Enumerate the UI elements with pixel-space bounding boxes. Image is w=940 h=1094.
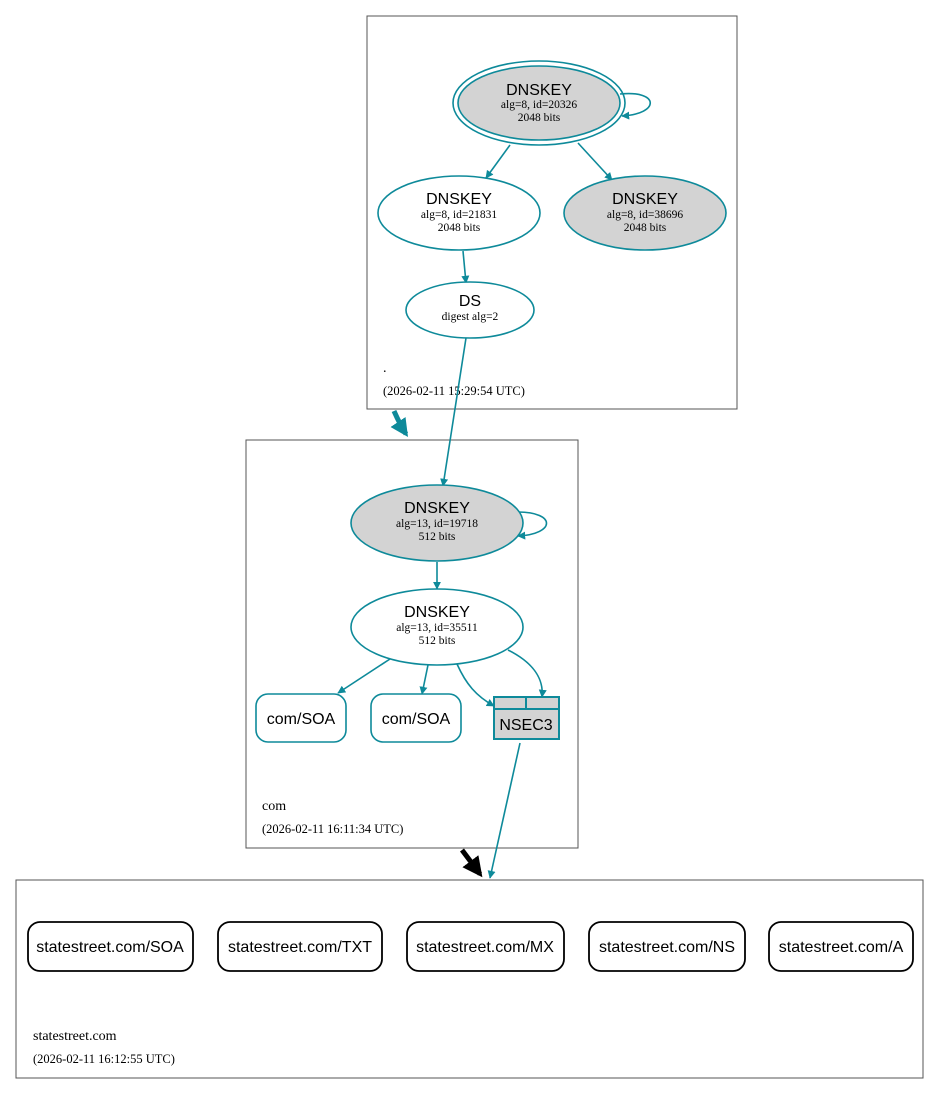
node-com-ds-shape <box>405 281 535 339</box>
zone-statestreet-timestamp: (2026-02-11 16:12:55 UTC) <box>33 1052 175 1066</box>
node-root-ksk-alg: alg=8, id=20326 <box>501 99 577 111</box>
node-com-ds-title: DS <box>459 293 481 310</box>
node-com-ds[interactable]: DS digest alg=2 <box>405 281 535 339</box>
edge-com-zsk-to-nsec3-b <box>507 649 547 698</box>
node-root-ksk-title: DNSKEY <box>506 82 572 99</box>
node-record-a[interactable]: statestreet.com/A <box>768 921 914 972</box>
edge-com-zsk-to-nsec3-a <box>456 663 495 707</box>
node-root-zsk1-shape <box>377 175 541 251</box>
node-com-zsk-title: DNSKEY <box>404 604 470 621</box>
node-record-txt-shape <box>217 921 383 972</box>
node-root-zsk1-title: DNSKEY <box>426 191 492 208</box>
node-root-zsk2-shape <box>563 175 727 251</box>
node-com-soa-1-shape <box>255 693 347 743</box>
zone-com-name: com <box>262 799 286 814</box>
edge-nsec3-to-statestreet <box>487 742 521 879</box>
node-record-txt[interactable]: statestreet.com/TXT <box>217 921 383 972</box>
zone-statestreet-border <box>15 879 924 1079</box>
node-record-a-shape <box>768 921 914 972</box>
node-record-ns[interactable]: statestreet.com/NS <box>588 921 746 972</box>
node-com-soa-2-label: com/SOA <box>382 711 451 728</box>
delegation-root-to-com <box>390 409 409 437</box>
zone-statestreet-name: statestreet.com <box>33 1029 117 1044</box>
zone-root-timestamp: (2026-02-11 15:29:54 UTC) <box>383 384 525 398</box>
node-com-zsk[interactable]: DNSKEY alg=13, id=35511 512 bits <box>350 588 524 666</box>
zone-com-timestamp: (2026-02-11 16:11:34 UTC) <box>262 822 403 836</box>
edge-root-ksk-self <box>619 92 651 120</box>
node-record-mx-label: statestreet.com/MX <box>416 939 554 956</box>
node-com-zsk-shape <box>350 588 524 666</box>
node-record-soa-label: statestreet.com/SOA <box>36 939 184 956</box>
node-root-zsk2[interactable]: DNSKEY alg=8, id=38696 2048 bits <box>563 175 727 251</box>
node-com-soa-1-label: com/SOA <box>267 711 336 728</box>
node-com-nsec3-label: NSEC3 <box>499 717 552 734</box>
node-com-ksk[interactable]: DNSKEY alg=13, id=19718 512 bits <box>350 484 524 562</box>
node-record-ns-label: statestreet.com/NS <box>599 939 735 956</box>
node-root-zsk1-alg: alg=8, id=21831 <box>421 209 497 221</box>
node-record-ns-shape <box>588 921 746 972</box>
edge-com-zsk-to-soa2 <box>419 664 429 695</box>
node-root-ksk-shape <box>457 65 621 141</box>
edge-root-ksk-to-zsk1 <box>485 144 511 179</box>
delegation-com-to-statestreet <box>460 848 483 878</box>
node-com-zsk-bits: 512 bits <box>419 635 456 647</box>
node-root-ksk[interactable]: DNSKEY alg=8, id=20326 2048 bits <box>452 60 626 146</box>
node-root-ksk-outer-ring <box>452 60 626 146</box>
node-com-soa-1[interactable]: com/SOA <box>255 693 347 743</box>
node-root-zsk2-title: DNSKEY <box>612 191 678 208</box>
node-record-soa[interactable]: statestreet.com/SOA <box>27 921 194 972</box>
node-com-nsec3[interactable]: NSEC3 <box>493 696 560 740</box>
node-com-ksk-shape <box>350 484 524 562</box>
zone-root-name: . <box>383 361 387 376</box>
node-record-a-label: statestreet.com/A <box>779 939 904 956</box>
node-root-ksk-bits: 2048 bits <box>518 112 561 124</box>
edge-root-ksk-to-zsk2 <box>577 142 613 181</box>
node-record-soa-shape <box>27 921 194 972</box>
node-root-zsk2-bits: 2048 bits <box>624 222 667 234</box>
node-com-soa-2-shape <box>370 693 462 743</box>
node-root-zsk2-alg: alg=8, id=38696 <box>607 209 683 221</box>
zone-statestreet: statestreet.com (2026-02-11 16:12:55 UTC… <box>15 879 924 1079</box>
node-record-mx[interactable]: statestreet.com/MX <box>406 921 565 972</box>
node-com-zsk-alg: alg=13, id=35511 <box>396 622 478 634</box>
node-root-zsk1-bits: 2048 bits <box>438 222 481 234</box>
edge-com-zsk-to-soa1 <box>337 658 391 694</box>
node-com-ksk-alg: alg=13, id=19718 <box>396 518 478 530</box>
edge-root-zsk1-to-ds <box>461 250 470 284</box>
node-com-ds-digest: digest alg=2 <box>442 311 499 323</box>
node-com-ksk-title: DNSKEY <box>404 500 470 517</box>
node-root-zsk1[interactable]: DNSKEY alg=8, id=21831 2048 bits <box>377 175 541 251</box>
edge-com-ksk-self <box>517 511 548 540</box>
node-com-ksk-bits: 512 bits <box>419 531 456 543</box>
node-com-soa-2[interactable]: com/SOA <box>370 693 462 743</box>
edge-ds-to-com-ksk <box>440 337 467 487</box>
node-record-mx-shape <box>406 921 565 972</box>
node-record-txt-label: statestreet.com/TXT <box>228 939 372 956</box>
edges <box>337 92 651 879</box>
